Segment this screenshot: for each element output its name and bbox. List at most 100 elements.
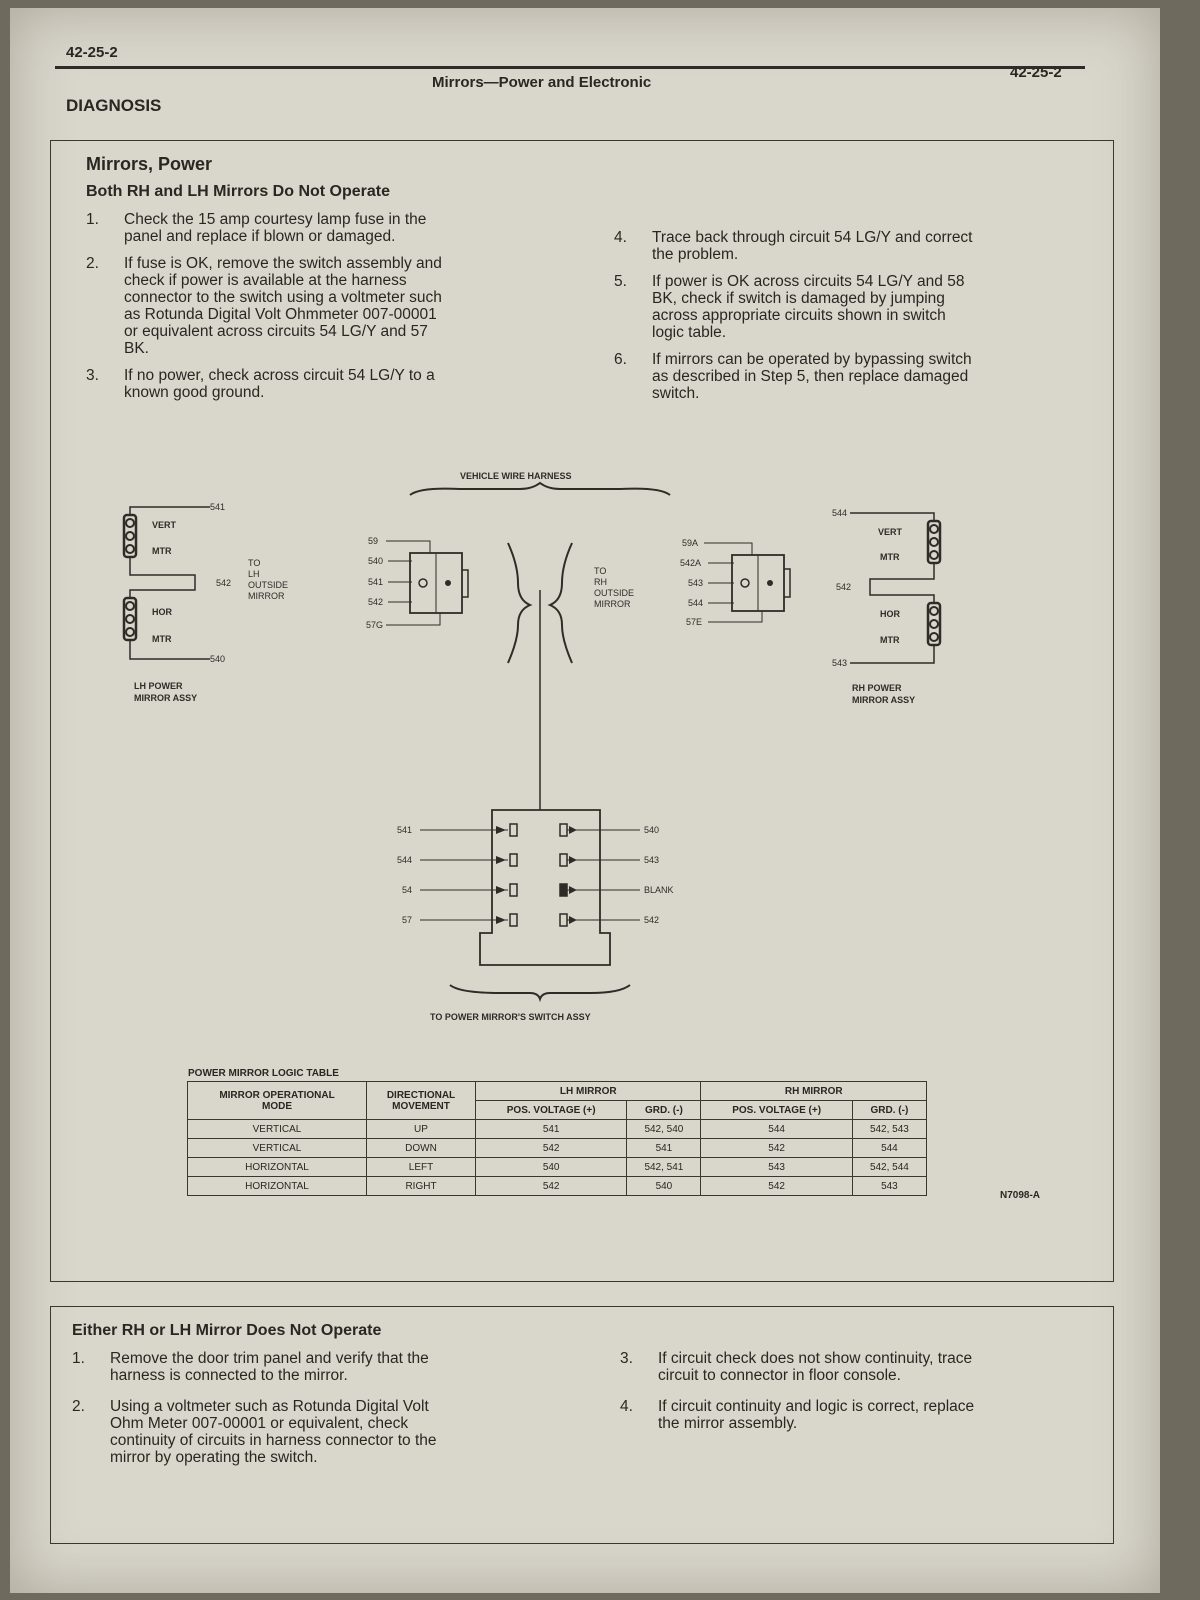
step-text: Remove the door trim panel and verify th… [110,1350,429,1384]
rh-vert-label: VERT [878,527,903,537]
step-line: If circuit continuity and logic is corre… [658,1398,975,1415]
step-line: Using a voltmeter such as Rotunda Digita… [110,1398,429,1415]
step-line: across appropriate circuits shown in swi… [652,307,946,324]
th-rh-pos: POS. VOLTAGE (+) [700,1100,853,1120]
table-cell: 542 [474,1176,628,1196]
switch-right-label: 542 [644,915,659,925]
box2-steps-left: 1. Remove the door trim panel and verify … [72,1350,562,1500]
step-line: If no power, check across circuit 54 LG/… [124,367,435,384]
header-rule [55,66,1085,69]
lh-conn-wire-4: 542 [368,597,383,607]
th-mode-line1: MIRROR OPERATIONAL [219,1089,335,1101]
step-line: Remove the door trim panel and verify th… [110,1350,429,1367]
wiring-diagram: VEHICLE WIRE HARNESS 541 542 540 VERT MT… [122,471,942,1022]
box1-subtitle: Both RH and LH Mirrors Do Not Operate [86,183,391,200]
th-dir-line2: MOVEMENT [392,1100,450,1112]
table-cell: 543 [851,1176,928,1196]
step-line: known good ground. [124,384,265,401]
lh-conn-wire-5: 57G [366,620,383,630]
step-line: If circuit check does not show continuit… [658,1350,973,1367]
step-number: 4. [614,229,627,246]
table-cell: VERTICAL [187,1119,367,1139]
step-line: or equivalent across circuits 54 LG/Y an… [124,323,428,340]
table-cell: 542, 543 [851,1119,928,1139]
step-line: logic table. [652,324,727,341]
step-line: If power is OK across circuits 54 LG/Y a… [652,273,965,290]
step-line: connector to the switch using a voltmete… [124,289,442,306]
table-cell: UP [366,1119,476,1139]
rh-wire-bot: 543 [832,658,847,668]
box2-steps-right: 3.If circuit check does not show continu… [620,1350,1100,1450]
rh-hor-label: HOR [880,609,901,619]
th-rh-mirror: RH MIRROR [700,1081,927,1101]
power-mirror-logic-table: MIRROR OPERATIONAL MODE DIRECTIONAL MOVE… [187,1081,928,1196]
switch-terminal-row: 57 542 [402,913,659,927]
step-line: Ohm Meter 007-00001 or equivalent, check [110,1415,409,1432]
step-line: the problem. [652,246,739,263]
step-line: as described in Step 5, then replace dam… [652,368,969,385]
switch-left-label: 57 [402,915,412,925]
box2-title: Either RH or LH Mirror Does Not Operate [72,1322,382,1339]
step-line: harness is connected to the mirror. [110,1367,348,1384]
harness-label: VEHICLE WIRE HARNESS [460,471,572,481]
step-line: panel and replace if blown or damaged. [124,228,396,245]
step-number: 1. [86,211,99,228]
rh-to-line4: MIRROR [594,599,631,609]
th-lh-mirror: LH MIRROR [474,1081,702,1101]
switch-label: TO POWER MIRROR'S SWITCH ASSY [430,1012,591,1022]
step-line: check if power is available at the harne… [124,272,407,289]
table-cell: HORIZONTAL [187,1176,367,1196]
step-number: 5. [614,273,627,290]
lh-conn-wire-1: 59 [368,536,378,546]
lh-to-line1: TO [248,558,260,568]
lh-power-mirror: 541 542 540 VERT MTR HOR MTR LH POWER MI… [122,502,231,703]
rh-conn-wire-2: 542A [680,558,701,568]
manual-page [10,8,1160,1593]
lh-harness-connector: TO LH OUTSIDE MIRROR 59 540 541 542 57G [248,536,469,630]
step-text: If power is OK across circuits 54 LG/Y a… [652,273,964,341]
table-cell: 543 [700,1157,853,1177]
page-header-title: Mirrors—Power and Electronic [432,74,652,91]
rh-to-line1: TO [594,566,606,576]
diagnosis-box-either-mirror [50,1306,1114,1544]
rh-mtr2-label: MTR [880,635,900,645]
th-lh-grd: GRD. (-) [626,1100,702,1120]
step-line: If mirrors can be operated by bypassing … [652,351,972,368]
step-number: 1. [72,1350,85,1367]
th-direction: DIRECTIONAL MOVEMENT [366,1081,476,1120]
lh-assy-line2: MIRROR ASSY [134,693,197,703]
step-text: If mirrors can be operated by bypassing … [652,351,972,402]
lh-mtr2-label: MTR [152,634,172,644]
step-line: BK, check if switch is damaged by jumpin… [652,290,945,307]
lh-to-line3: OUTSIDE [248,580,288,590]
step-text: If circuit continuity and logic is corre… [658,1398,974,1432]
lh-mtr1-label: MTR [152,546,172,556]
rh-harness-connector: TO RH OUTSIDE MIRROR 59A 542A 543 544 57… [594,538,791,627]
lh-conn-wire-3: 541 [368,577,383,587]
step-line: If fuse is OK, remove the switch assembl… [124,255,442,272]
rh-power-mirror: 544 542 543 VERT MTR HOR MTR RH POWER MI… [832,508,942,705]
table-cell: 544 [700,1119,853,1139]
th-mode-line2: MODE [262,1100,292,1112]
table-cell: 542, 544 [851,1157,928,1177]
th-lh-pos: POS. VOLTAGE (+) [474,1100,628,1120]
diagnosis-box-both-mirrors [50,140,1114,1282]
rh-assy-line1: RH POWER [852,683,902,693]
table-cell: VERTICAL [187,1138,367,1158]
logic-table-title: POWER MIRROR LOGIC TABLE [188,1068,339,1079]
th-dir-line1: DIRECTIONAL [386,1089,456,1101]
lh-to-line4: MIRROR [248,591,285,601]
box1-title: Mirrors, Power [86,154,213,174]
step-text: Trace back through circuit 54 LG/Y and c… [652,229,973,263]
step-line: as Rotunda Digital Volt Ohmmeter 007-000… [124,306,437,323]
step-line: switch. [652,385,700,402]
step-number: 4. [620,1398,633,1415]
table-cell: 541 [626,1138,702,1158]
rh-mtr1-label: MTR [880,552,900,562]
